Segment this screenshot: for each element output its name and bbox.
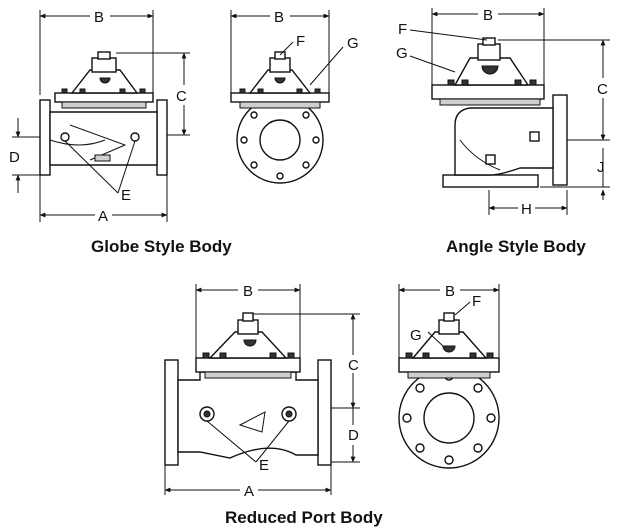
label-h-angle: H [521,201,532,218]
label-e-reduced: E [259,457,269,474]
label-a-reduced: A [244,483,254,500]
caption-angle: Angle Style Body [446,237,586,256]
label-b-reduced-end: B [445,283,455,300]
label-g-reduced-end: G [410,327,422,344]
label-b-end: B [274,9,284,26]
caption-reduced: Reduced Port Body [225,508,383,527]
label-b-angle: B [483,7,493,24]
label-d-reduced: D [348,427,359,444]
label-f-angle: F [398,21,407,38]
label-b-reduced: B [243,283,253,300]
label-e-globe: E [121,187,131,204]
globe-side-view [12,10,190,222]
label-g-end: G [347,35,359,52]
caption-globe: Globe Style Body [91,237,232,256]
reduced-end-view [398,284,500,469]
label-a-globe: A [98,208,108,225]
label-f-end: F [296,33,305,50]
label-c-globe: C [176,88,187,105]
label-j-angle: J [597,159,605,176]
label-b-globe: B [94,9,104,26]
label-g-angle: G [396,45,408,62]
label-c-angle: C [597,81,608,98]
label-c-reduced: C [348,357,359,374]
globe-end-view [230,10,344,184]
reduced-side-view [164,284,360,495]
label-d-globe: D [9,149,20,166]
angle-view [409,8,610,215]
label-f-reduced-end: F [472,293,481,310]
